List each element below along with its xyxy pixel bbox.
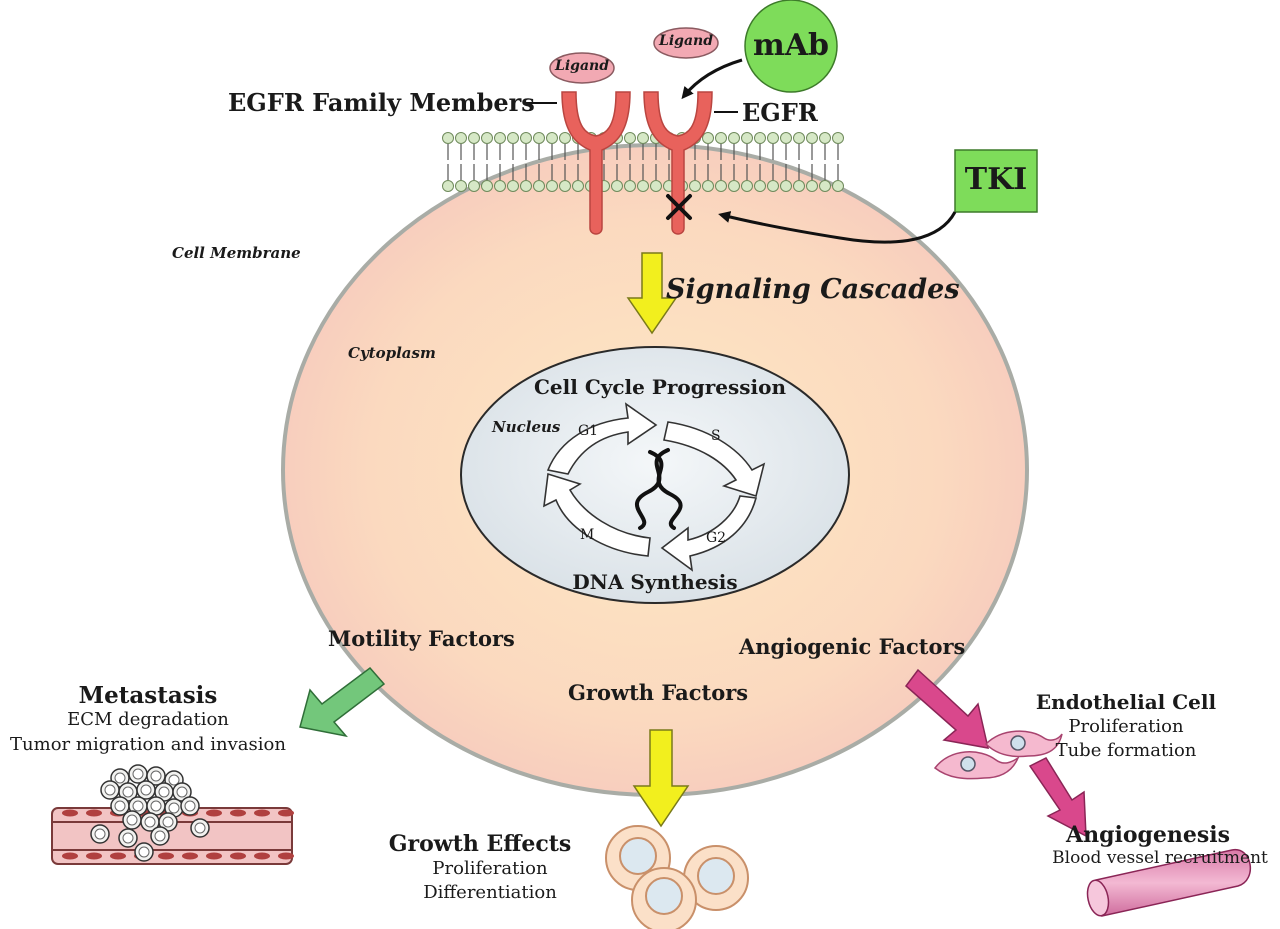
egfr-label: EGFR bbox=[742, 98, 818, 127]
cell-membrane-label: Cell Membrane bbox=[172, 244, 301, 262]
m-arrow bbox=[543, 472, 651, 557]
ligand-shape-1 bbox=[549, 52, 615, 84]
tube-formation-label: Tube formation bbox=[1055, 740, 1197, 761]
growth-arrow bbox=[632, 729, 690, 828]
cell-cycle-arrows bbox=[543, 402, 766, 572]
growth-factors-label: Growth Factors bbox=[568, 680, 749, 705]
growth-effects-label: Growth Effects bbox=[388, 831, 572, 857]
tki-box bbox=[954, 149, 1038, 213]
angiogenesis-vessel bbox=[1086, 849, 1252, 917]
ecm-label: ECM degradation bbox=[67, 709, 229, 730]
cytoplasm-label: Cytoplasm bbox=[348, 344, 436, 362]
tki-label: TKI bbox=[964, 162, 1028, 197]
endothelial-cell-label: Endothelial Cell bbox=[1035, 690, 1217, 714]
differentiation-label: Differentiation bbox=[423, 882, 557, 903]
tumor-vessel bbox=[51, 764, 294, 865]
angiogenesis-label: Angiogenesis bbox=[1066, 822, 1230, 848]
nucleus-shape bbox=[460, 346, 850, 604]
g2-arrow bbox=[660, 495, 758, 572]
ligand-shape-2 bbox=[653, 27, 719, 59]
tki-block-mark bbox=[666, 194, 692, 220]
endothelial-proliferation-label: Proliferation bbox=[1068, 716, 1184, 737]
mab-arrow bbox=[681, 58, 743, 100]
signaling-arrow bbox=[626, 252, 678, 335]
egfr-family-label: EGFR Family Members bbox=[228, 88, 535, 117]
g1-arrow bbox=[546, 402, 658, 475]
angiogenesis-arrow bbox=[1028, 757, 1087, 838]
egfr-receptor bbox=[643, 91, 713, 235]
blood-vessel-label: Blood vessel recruitment bbox=[1052, 848, 1268, 868]
ligand-label-1: Ligand bbox=[555, 58, 609, 74]
angiogenic-arrow bbox=[904, 668, 989, 749]
s-arrow bbox=[663, 421, 766, 498]
s-label: S bbox=[711, 428, 721, 444]
angiogenic-factors-label: Angiogenic Factors bbox=[739, 634, 966, 659]
endothelial-cells bbox=[933, 730, 1063, 780]
m-label: M bbox=[580, 527, 595, 543]
tki-arrow bbox=[718, 211, 957, 244]
mab-label: mAb bbox=[753, 28, 829, 63]
g1-label: G1 bbox=[578, 423, 599, 439]
motility-factors-label: Motility Factors bbox=[328, 626, 515, 651]
tumor-migration-label: Tumor migration and invasion bbox=[10, 734, 286, 755]
mab-circle bbox=[744, 0, 838, 93]
dna-synthesis-label: DNA Synthesis bbox=[572, 570, 738, 594]
ligand-label-2: Ligand bbox=[659, 33, 713, 49]
metastasis-label: Metastasis bbox=[78, 682, 218, 709]
growth-effect-cells bbox=[605, 825, 749, 929]
motility-arrow bbox=[299, 666, 386, 738]
signaling-cascades-label: Signaling Cascades bbox=[666, 274, 960, 305]
g2-label: G2 bbox=[706, 530, 727, 546]
dna-helix-icon bbox=[634, 448, 683, 530]
growth-proliferation-label: Proliferation bbox=[432, 858, 548, 879]
egfr-family-receptor bbox=[561, 91, 631, 235]
cell-cycle-label: Cell Cycle Progression bbox=[534, 375, 786, 399]
nucleus-label: Nucleus bbox=[492, 418, 561, 436]
